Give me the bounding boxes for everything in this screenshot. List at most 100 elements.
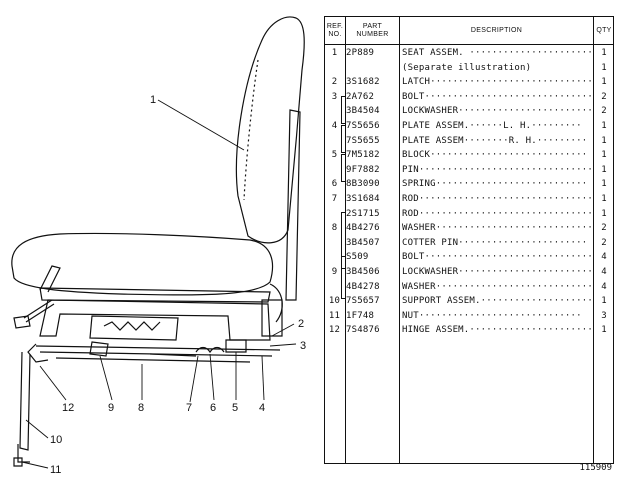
description-cell: BOLT······························ [402,252,594,263]
description-cell: WASHER···························· [402,223,594,234]
part-number-cell: 9F7882 [346,164,380,175]
callout-7: 7 [186,402,193,414]
leader-6 [209,353,215,401]
qty-cell: 4 [601,252,607,263]
ref-cell: 12 [328,325,341,336]
table-row: 9F7882 PIN·······························… [325,164,615,179]
header-part-number: PART NUMBER [356,22,389,38]
ref-cell: 6 [331,179,338,190]
rod-end-left [27,343,49,363]
lever-knob [13,315,31,329]
callout-4: 4 [259,402,266,414]
table-row: (Separate illustration)1 [325,62,615,77]
backrest-hinge-bar [285,109,301,301]
group-bracket-3 [341,96,345,124]
table-row: 7 3S1684 ROD······························… [325,193,615,208]
qty-cell: 1 [601,179,607,190]
ref-cell: 3 [331,91,338,102]
part-number-cell: 2P889 [346,48,375,58]
part-number-cell: 4B4276 [346,223,380,234]
backrest-stitch [243,59,259,201]
description-cell: SPRING··························· [402,179,588,190]
qty-cell: 2 [601,223,607,234]
leader-11 [21,461,49,469]
callout-3: 3 [300,340,307,352]
support-foot [17,444,30,463]
part-number-cell: 1F748 [346,310,375,321]
callout-11: 11 [50,464,62,476]
qty-cell: 1 [601,296,607,307]
slot-plate [89,315,179,341]
description-cell: PLATE ASSEM········R. H.········· [402,135,588,146]
leader-4 [261,355,265,401]
part-number-cell: 7S4876 [346,325,380,336]
description-cell: BLOCK···························· [402,150,588,161]
callout-6: 6 [210,402,217,414]
ref-cell: 4 [331,121,338,131]
qty-cell: 2 [601,91,607,102]
description-cell: COTTER PIN······················· [402,237,588,248]
part-number-cell: S509 [346,252,369,263]
description-cell: SUPPORT ASSEM.···················· [402,296,594,307]
description-cell: LOCKWASHER························ [402,267,594,277]
description-cell: HINGE ASSEM.······················ [402,325,594,336]
header-description: DESCRIPTION [470,26,523,34]
header-rule [325,44,613,45]
part-number-cell: 3S1684 [346,194,380,204]
qty-cell: 1 [601,150,607,161]
qty-cell: 1 [601,135,607,146]
part-number-cell: 3B4504 [346,106,380,117]
qty-cell: 1 [601,194,607,204]
description-cell: PIN······························· [402,164,594,175]
group-bracket-5 [341,154,345,182]
callout-9: 9 [108,402,115,414]
description-cell: ROD······························· [402,194,594,204]
table-row: S509 BOLT······························ 4 [325,251,615,266]
qty-cell: 1 [601,325,607,336]
leader-7 [189,355,199,403]
col-divider-desc [593,17,594,463]
description-cell: BOLT······························ [402,91,594,102]
block-5 [225,339,247,353]
ref-cell: 9 [331,267,338,277]
callout-8: 8 [138,402,145,414]
callout-10: 10 [50,434,63,446]
callout-2: 2 [298,318,305,330]
header-qty: QTY [596,26,612,34]
ref-cell: 1 [331,48,338,58]
ref-cell: 10 [328,296,341,307]
group-bracket-4 [341,125,345,153]
qty-cell: 1 [601,208,607,219]
ref-cell: 5 [331,150,338,161]
adjust-lever [39,265,61,293]
qty-cell: 1 [601,164,607,175]
part-number-cell: 4B4278 [346,281,380,292]
leader-1 [157,99,245,151]
ref-cell: 7 [331,194,338,204]
ref-cell: 11 [328,310,341,321]
table-row: 9 3B4506 LOCKWASHER·······················… [325,266,615,281]
table-row: 10 7S5657 SUPPORT ASSEM.··················… [325,295,615,310]
part-number-cell: 3B4506 [346,267,380,277]
leader-3 [269,343,297,347]
col-divider-part [399,17,400,463]
description-cell: PLATE ASSEM.······L. H.········· [402,121,582,131]
ref-cell: 2 [331,77,338,88]
qty-cell: 4 [601,281,607,292]
ref-cell: 8 [331,223,338,234]
hinge-arc [269,283,283,323]
qty-cell: 1 [601,48,607,58]
callout-1: 1 [150,94,157,106]
qty-cell: 1 [601,77,607,88]
leader-10 [25,419,49,439]
part-number-cell: 7S5657 [346,296,380,307]
